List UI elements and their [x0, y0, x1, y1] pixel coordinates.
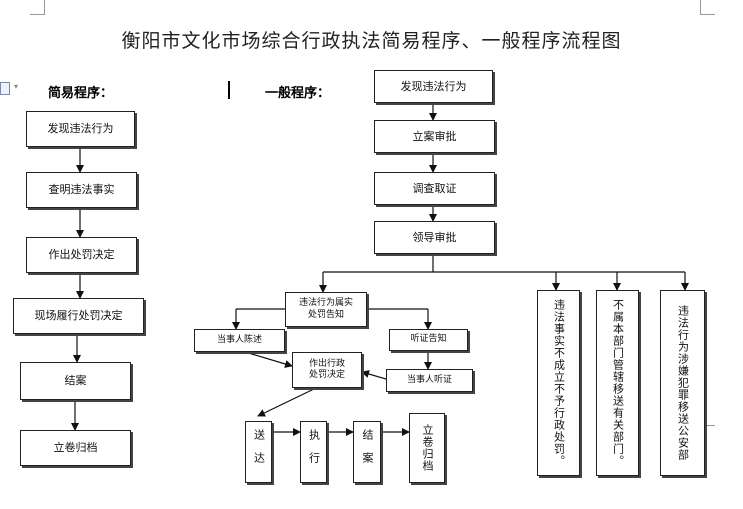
branch-transfer-police-text: 违法行为涉嫌犯罪移送公安部: [676, 305, 690, 461]
corner-mark-top-right: [700, 0, 715, 15]
general-final-delivery-text: 送达: [252, 429, 266, 475]
branch-transfer-department-text: 不属本部门管辖移送有关部门。: [611, 299, 625, 467]
document-icon[interactable]: [0, 82, 10, 95]
general-step-register: 立案审批: [374, 120, 495, 153]
general-party-hearing: 当事人听证: [386, 369, 473, 392]
text-cursor: [228, 81, 230, 99]
general-final-archive: 立卷归档: [409, 413, 445, 483]
branch-transfer-police: 违法行为涉嫌犯罪移送公安部: [660, 290, 705, 476]
simple-procedure-label: 简易程序：: [48, 86, 114, 101]
arrow-hearing-to-decision: [361, 370, 387, 380]
general-party-statement: 当事人陈述: [194, 329, 285, 352]
branch-no-penalty-text: 违法事实不成立不予行政处罚。: [552, 299, 566, 467]
general-final-close: 结案: [353, 421, 381, 483]
general-final-archive-text: 立卷归档: [421, 424, 435, 472]
general-final-execute: 执行: [300, 421, 327, 483]
branch-transfer-department: 不属本部门管辖移送有关部门。: [596, 290, 639, 476]
general-step-leader-approval: 领导审批: [374, 221, 495, 254]
general-final-execute-text: 执行: [307, 429, 321, 475]
general-hearing-notice: 听证告知: [389, 329, 468, 351]
arrow-decision-to-delivery: [257, 387, 317, 417]
general-final-delivery: 送达: [245, 421, 272, 483]
simple-step-close: 结案: [20, 362, 131, 400]
general-step-discover: 发现违法行为: [374, 70, 493, 103]
page-title: 衡阳市文化市场综合行政执法简易程序、一般程序流程图: [121, 30, 622, 52]
general-final-close-text: 结案: [361, 429, 375, 475]
corner-mark-top-left: [30, 0, 45, 15]
simple-step-discover: 发现违法行为: [26, 111, 135, 147]
simple-step-archive: 立卷归档: [20, 430, 131, 466]
arrow-statement-to-decision: [244, 351, 293, 368]
chevron-down-icon[interactable]: ▾: [14, 82, 19, 91]
general-penalty-decision: 作出行政 处罚决定: [292, 352, 362, 388]
general-step-investigate: 调查取证: [374, 172, 495, 205]
simple-step-verify: 查明违法事实: [26, 172, 137, 208]
general-penalty-notice: 违法行为属实 处罚告知: [285, 292, 367, 327]
simple-step-onsite: 现场履行处罚决定: [13, 298, 144, 334]
branch-no-penalty: 违法事实不成立不予行政处罚。: [537, 290, 580, 476]
simple-step-decision: 作出处罚决定: [26, 237, 137, 273]
general-procedure-label: 一般程序：: [265, 86, 331, 101]
